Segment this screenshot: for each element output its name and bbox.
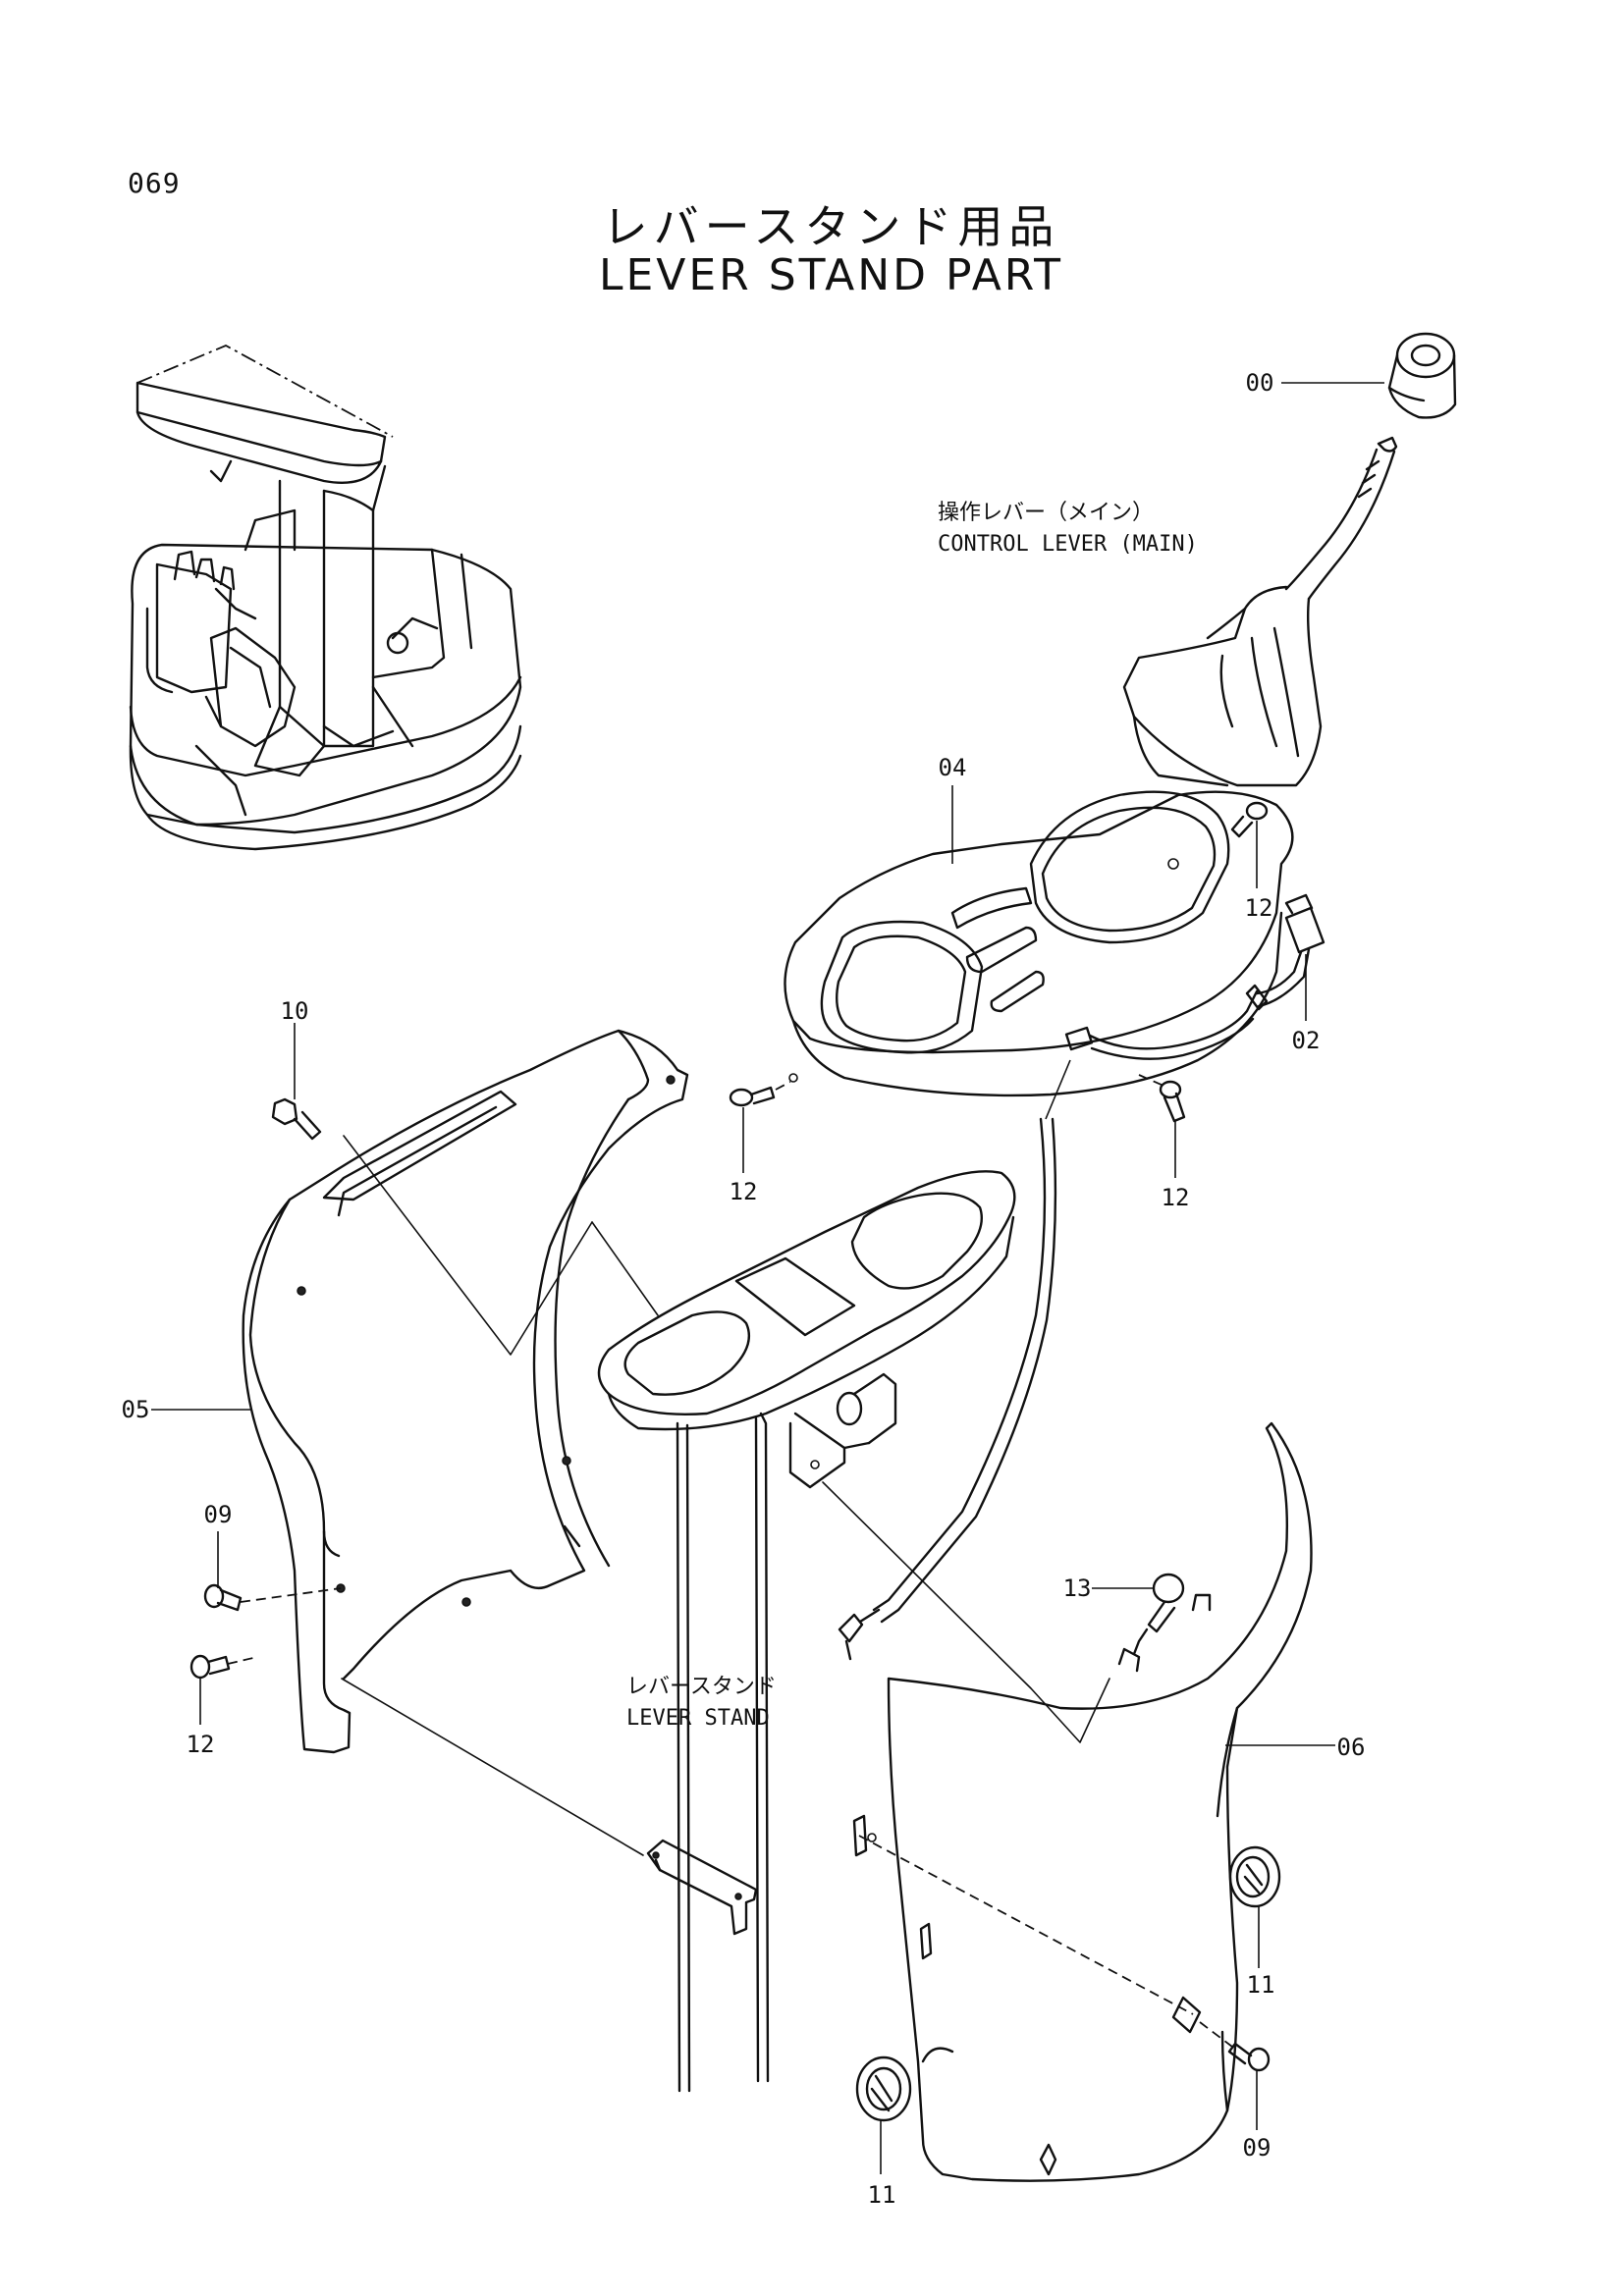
screw-10 (271, 1097, 322, 1141)
page-title-english: LEVER STAND PART (598, 250, 1064, 300)
screw-12-center-left (729, 1073, 798, 1107)
callout-12-upper-right: 12 (1244, 894, 1273, 922)
screw-12-lower-left (189, 1654, 231, 1680)
alignment-line-12 (227, 1656, 258, 1665)
callout-09-right: 09 (1242, 2134, 1271, 2162)
lever-stand-caption-jp: レバースタンド (626, 1675, 777, 1699)
alignment-line-09-right (1199, 2021, 1233, 2048)
grommet-11-bottom (855, 2056, 912, 2122)
leader-cable (1045, 1059, 1071, 1120)
callout-12-center-right: 12 (1161, 1184, 1190, 1211)
callout-04: 04 (938, 754, 967, 781)
guide-line-bracket (341, 1678, 644, 1856)
guide-line-frame (591, 1221, 659, 1316)
callout-05: 05 (121, 1396, 150, 1423)
alignment-line-09 (240, 1587, 342, 1603)
screw-13 (1132, 1573, 1185, 1656)
lever-stand-caption-en: LEVER STAND (626, 1706, 770, 1731)
control-lever-main (1122, 332, 1457, 787)
screw-09-left (203, 1583, 243, 1612)
guide-line-10 (343, 1135, 593, 1356)
alignment-line-right (858, 1835, 1194, 2015)
screw-12-upper-right (1230, 801, 1269, 838)
callout-10: 10 (280, 997, 309, 1025)
control-lever-caption-en: CONTROL LEVER (MAIN) (938, 532, 1198, 557)
callout-02: 02 (1291, 1027, 1321, 1054)
callout-12-center-left: 12 (729, 1178, 758, 1205)
control-lever-caption: 操作レバー（メイン） CONTROL LEVER (MAIN) (938, 498, 1198, 561)
callout-13: 13 (1062, 1575, 1092, 1602)
lever-stand-frame (597, 1117, 1057, 2093)
page-title-japanese: レバースタンド用品 (602, 200, 1060, 253)
grommet-11-right (1228, 1845, 1281, 1908)
left-side-cover (242, 1029, 689, 1754)
connector-02 (1245, 893, 1325, 1011)
callout-11-bottom: 11 (867, 2181, 896, 2209)
machine-overview-illustration (129, 345, 522, 851)
callout-00: 00 (1245, 369, 1274, 397)
callout-12-lower-left: 12 (186, 1731, 215, 1758)
control-lever-caption-jp: 操作レバー（メイン） (938, 501, 1155, 525)
lever-stand-caption: レバースタンド LEVER STAND (626, 1672, 777, 1735)
screw-12-center-right (1138, 1074, 1186, 1123)
screw-09-right (1227, 2042, 1271, 2072)
callout-06: 06 (1336, 1734, 1366, 1761)
right-side-cover (852, 1421, 1313, 2182)
callout-11-right: 11 (1246, 1971, 1275, 1999)
callout-09-left: 09 (203, 1501, 233, 1528)
lever-stand-top-cover (784, 790, 1294, 1097)
page-number: 069 (128, 167, 181, 199)
guide-line-right (822, 1481, 1110, 1743)
